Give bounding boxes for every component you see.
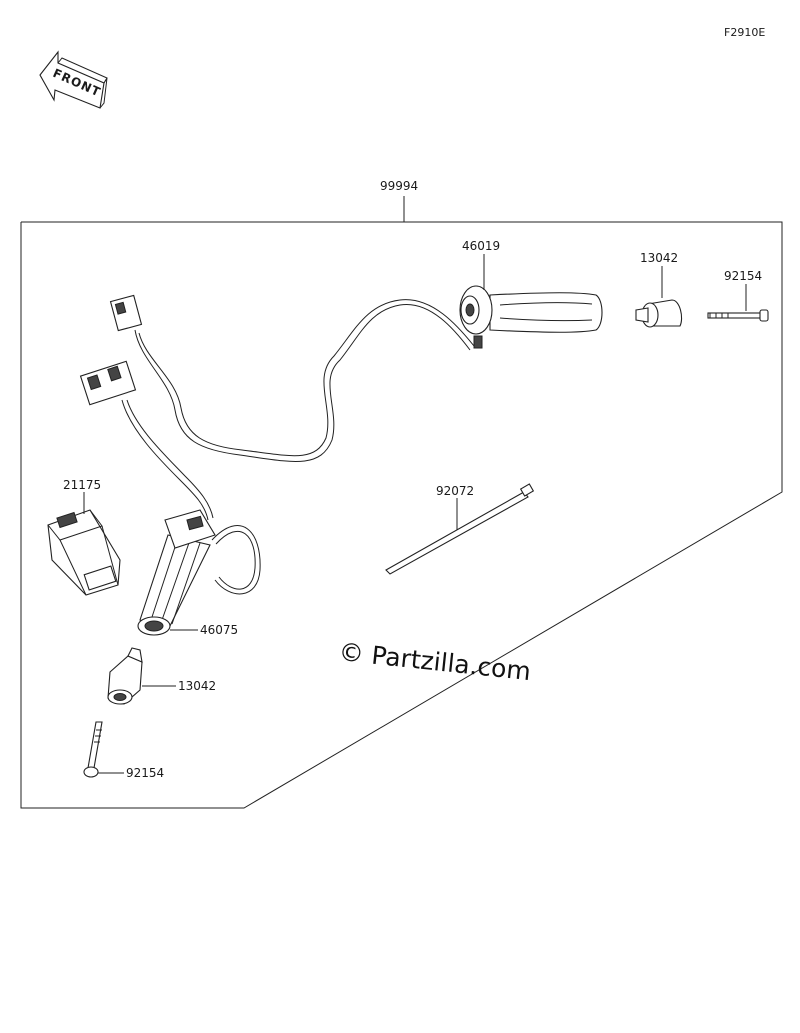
part-label-46019: 46019 (462, 239, 500, 253)
left-grip-icon (137, 509, 216, 636)
right-grip-icon (459, 285, 603, 349)
part-label-13042-left: 13042 (178, 679, 216, 693)
kit-outline (20, 196, 783, 809)
figure-code: F2910E (724, 26, 765, 39)
controller-icon (47, 509, 121, 596)
connector-double-icon (79, 360, 137, 406)
connector-upper-icon (109, 294, 143, 332)
left-bolt-icon (83, 721, 103, 778)
wiring-harness (121, 299, 475, 595)
right-bolt-icon (707, 309, 769, 322)
part-label-92154-left: 92154 (126, 766, 164, 780)
part-label-46075: 46075 (200, 623, 238, 637)
front-arrow-icon: FRONT (39, 50, 108, 109)
part-label-13042-right: 13042 (640, 251, 678, 265)
part-label-92154-right: 92154 (724, 269, 762, 283)
cable-tie-icon (385, 483, 535, 575)
watermark: © Partzilla.com (337, 637, 532, 686)
part-label-92072: 92072 (436, 484, 474, 498)
part-label-21175: 21175 (63, 478, 101, 492)
left-bar-end-weight-icon (107, 647, 143, 705)
part-label-99994: 99994 (380, 179, 418, 193)
right-bar-end-weight-icon (635, 299, 683, 328)
